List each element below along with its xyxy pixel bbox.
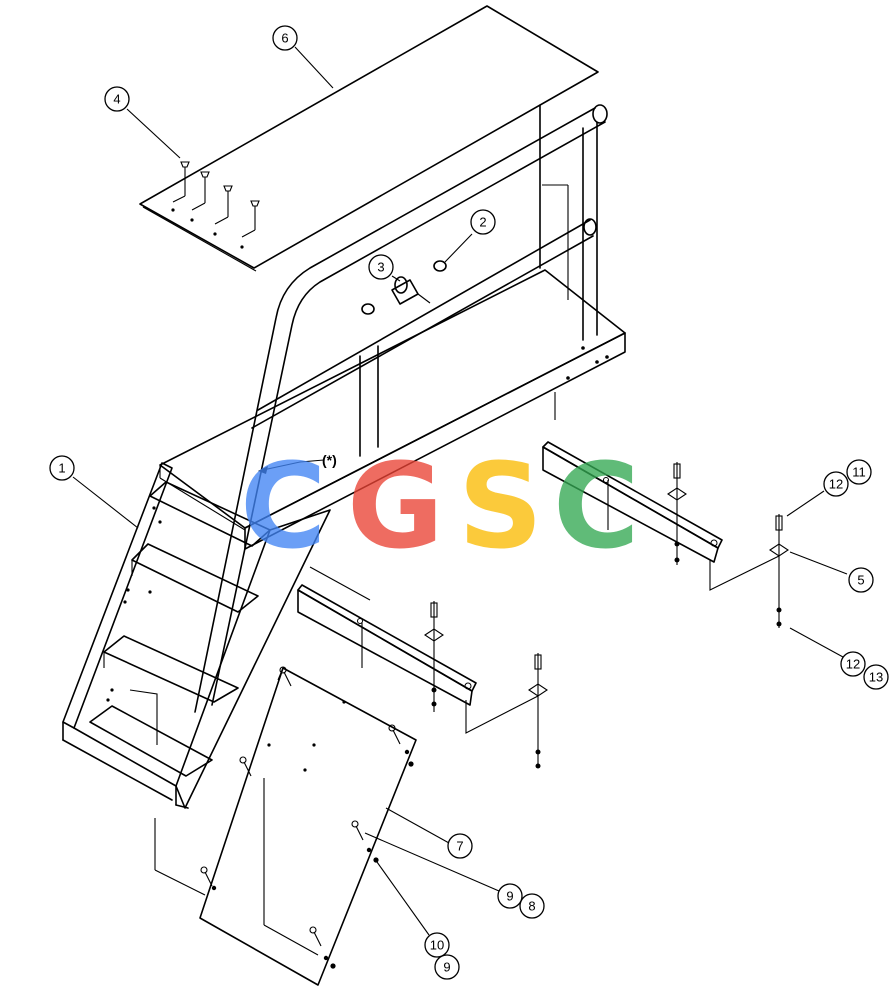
svg-text:9: 9 bbox=[506, 889, 513, 904]
stair-assembly bbox=[62, 462, 331, 809]
svg-text:8: 8 bbox=[528, 899, 535, 914]
svg-text:12: 12 bbox=[829, 477, 843, 492]
support-arm-left bbox=[297, 566, 477, 706]
callout-11: 11 bbox=[846, 459, 872, 485]
callout-5: 5 bbox=[848, 567, 874, 593]
callout-9-lower: 9 bbox=[434, 954, 460, 980]
watermark-letter-c1: C bbox=[240, 437, 327, 575]
note-marker: (*) bbox=[322, 452, 337, 468]
support-arm-right bbox=[542, 392, 723, 563]
watermark-letter-g: G bbox=[347, 437, 444, 575]
callouts: 6 4 2 3 1 11 12 5 13 12 7 8 9 9 10 bbox=[49, 25, 889, 980]
leader-lines bbox=[72, 46, 848, 936]
deck-plate bbox=[139, 5, 599, 272]
callout-2: 2 bbox=[470, 209, 496, 235]
cgsc-watermark: C G S C bbox=[240, 437, 640, 575]
deck-screws bbox=[171, 161, 260, 249]
svg-text:3: 3 bbox=[377, 260, 384, 275]
callout-10: 10 bbox=[424, 932, 450, 958]
svg-text:9: 9 bbox=[443, 960, 450, 975]
svg-text:7: 7 bbox=[456, 839, 463, 854]
callout-6: 6 bbox=[272, 25, 298, 51]
bolt-stacks bbox=[424, 462, 789, 769]
callout-3: 3 bbox=[368, 254, 394, 280]
watermark-letter-s: S bbox=[458, 437, 543, 575]
svg-text:5: 5 bbox=[857, 573, 864, 588]
handrail bbox=[194, 104, 608, 713]
svg-text:4: 4 bbox=[113, 92, 120, 107]
svg-text:10: 10 bbox=[430, 938, 444, 953]
svg-text:2: 2 bbox=[479, 215, 486, 230]
callout-13: 13 bbox=[863, 664, 889, 690]
callout-12-bottom: 12 bbox=[840, 651, 866, 677]
svg-text:11: 11 bbox=[852, 465, 866, 480]
side-panel bbox=[154, 666, 417, 986]
svg-text:1: 1 bbox=[58, 461, 65, 476]
callout-12-top: 12 bbox=[823, 471, 849, 497]
svg-text:12: 12 bbox=[846, 657, 860, 672]
callout-4: 4 bbox=[104, 86, 130, 112]
callout-1: 1 bbox=[49, 455, 75, 481]
watermark-letter-c2: C bbox=[553, 437, 640, 575]
spacer-and-washers bbox=[361, 260, 447, 315]
callout-7: 7 bbox=[447, 833, 473, 859]
svg-text:6: 6 bbox=[281, 31, 288, 46]
callout-9-upper: 9 bbox=[497, 883, 523, 909]
svg-text:13: 13 bbox=[869, 670, 883, 685]
callout-8: 8 bbox=[519, 893, 545, 919]
